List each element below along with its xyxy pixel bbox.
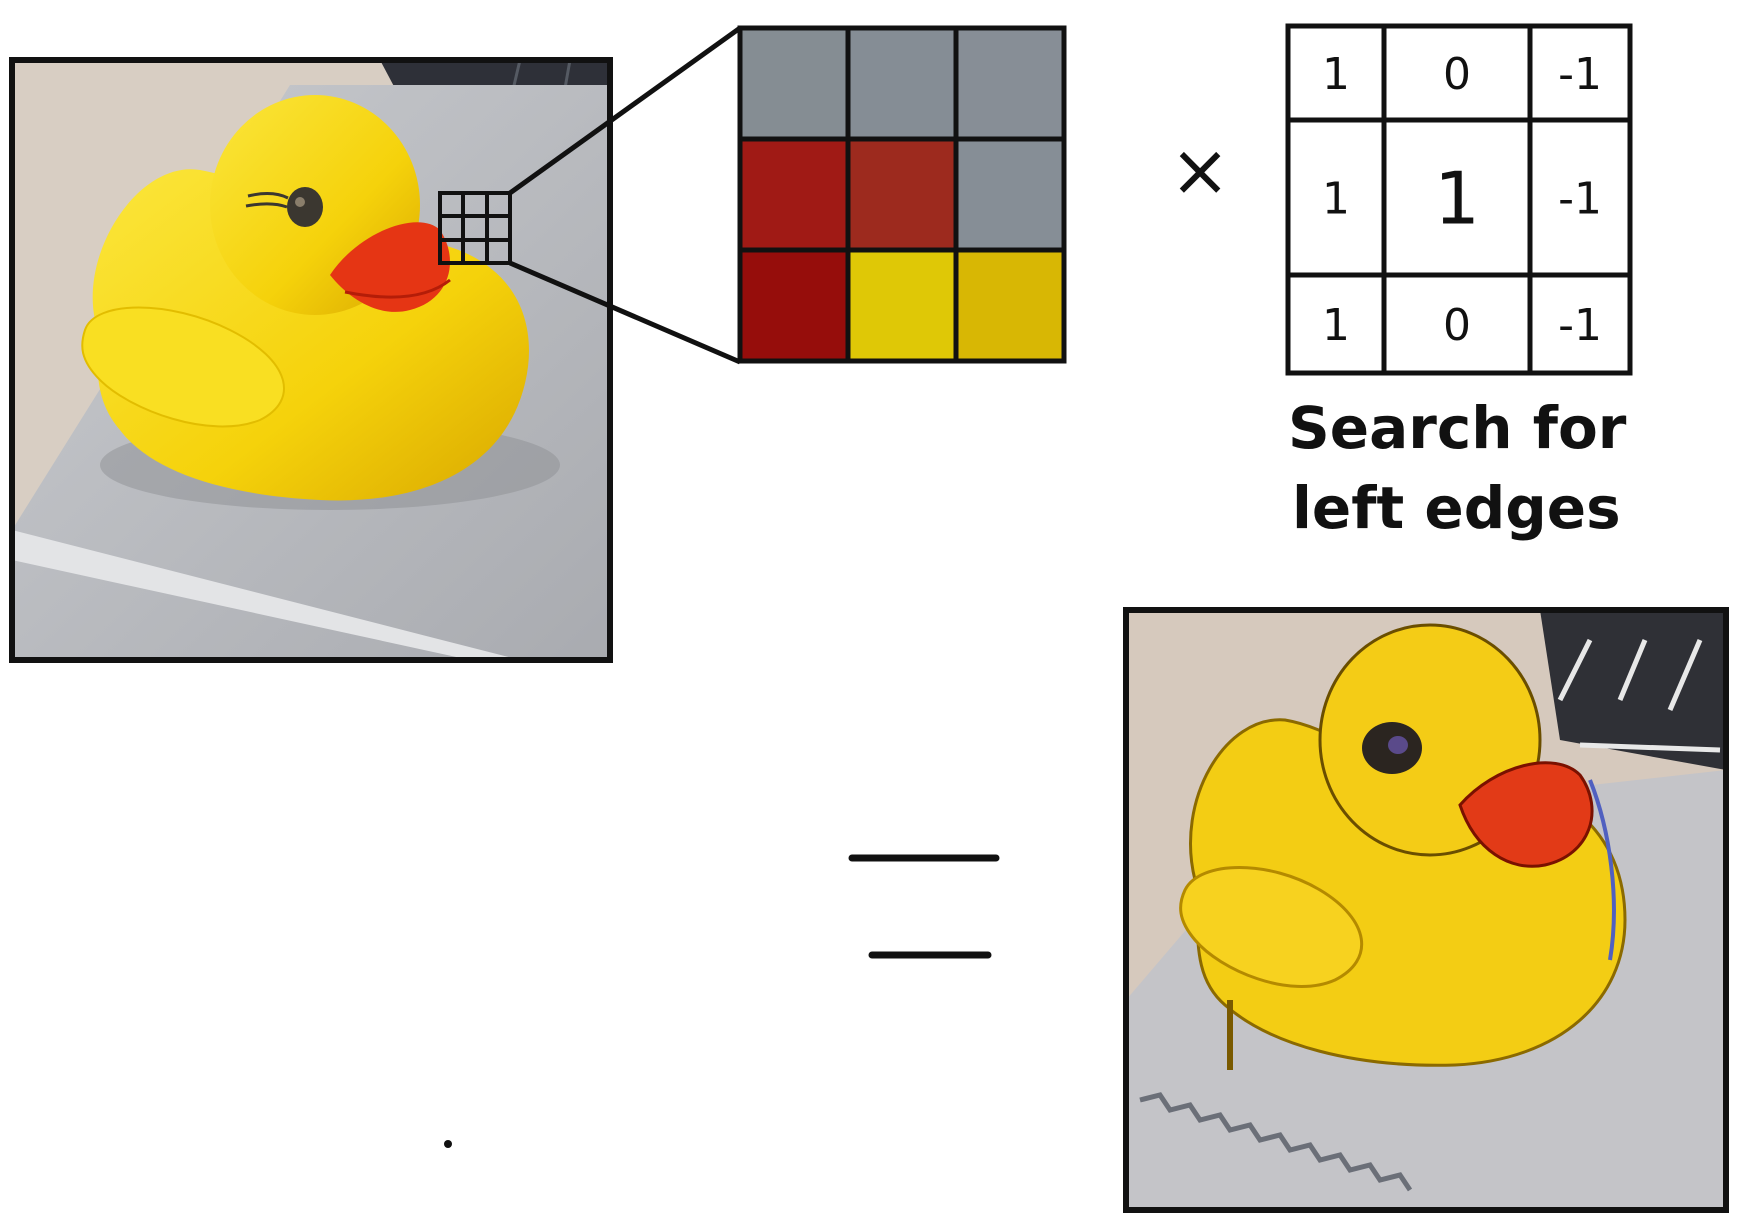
duck-beak xyxy=(330,222,450,312)
pixel-cell-r0-c0 xyxy=(737,25,851,142)
kernel-cell-r1-c1: 1 xyxy=(1434,157,1480,241)
pixel-cell-r1-c1 xyxy=(845,136,959,253)
laptop-edge xyxy=(12,530,520,660)
kernel-frame xyxy=(1285,23,1633,376)
original-photo xyxy=(12,60,610,660)
kernel-cell-r2-c1: 0 xyxy=(1443,300,1471,351)
keyboard-edges xyxy=(1557,638,1721,753)
zoom-line-bottom xyxy=(509,260,741,365)
kernel-matrix: 1 0 -1 1 1 -1 1 0 -1 xyxy=(1285,23,1633,376)
pixel-cell-r1-c0 xyxy=(737,136,851,253)
filtered-output-image xyxy=(1126,610,1726,1210)
duck-beak xyxy=(1458,761,1594,868)
kernel-cell-r2-c0: 1 xyxy=(1322,300,1350,351)
pixel-cell-r2-c0 xyxy=(737,247,851,364)
pixel-cell-r1-c2 xyxy=(953,136,1067,253)
kernel-cell-r1-c2: -1 xyxy=(1558,174,1602,225)
pixel-patch-grid xyxy=(737,25,1067,364)
pixel-cell-r0-c1 xyxy=(845,25,959,142)
multiply-sign: × xyxy=(1170,128,1230,212)
kernel-cell-r0-c0: 1 xyxy=(1322,49,1350,100)
duck-wing xyxy=(1179,866,1364,988)
pixel-cell-r2-c2 xyxy=(953,247,1067,364)
pixel-cell-r2-c1 xyxy=(845,247,959,364)
original-photo-frame xyxy=(9,57,613,663)
caption-line-1: Search for xyxy=(1288,394,1627,462)
filtered-output-frame xyxy=(1123,607,1729,1213)
stray-dot xyxy=(444,1140,452,1148)
equals-sign xyxy=(848,854,1000,959)
kernel-cell-r0-c2: -1 xyxy=(1558,49,1602,100)
zoom-line-top xyxy=(508,25,742,196)
laptop-edge xyxy=(1139,1092,1413,1192)
kernel-cell-r2-c2: -1 xyxy=(1558,300,1602,351)
caption-line-2: left edges xyxy=(1292,474,1621,542)
kernel-cell-r1-c0: 1 xyxy=(1322,174,1350,225)
pixel-cell-r0-c2 xyxy=(953,25,1067,142)
kernel-cell-r0-c1: 0 xyxy=(1443,49,1471,100)
duck-wing xyxy=(81,306,285,428)
duck-eye xyxy=(287,187,323,227)
patch-marker xyxy=(438,191,512,265)
